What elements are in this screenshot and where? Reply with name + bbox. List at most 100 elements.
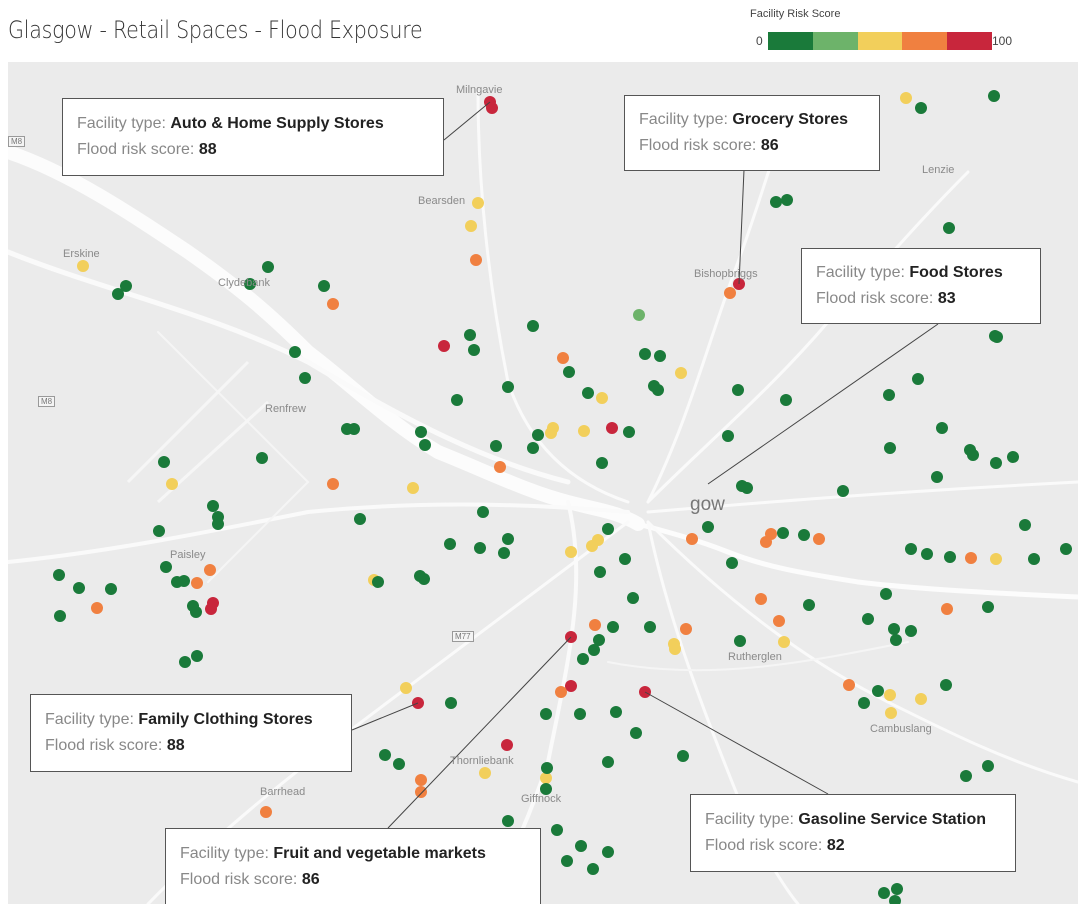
facility-marker[interactable]: [393, 758, 405, 770]
facility-marker[interactable]: [889, 895, 901, 904]
facility-marker[interactable]: [594, 566, 606, 578]
facility-marker[interactable]: [451, 394, 463, 406]
facility-marker[interactable]: [555, 686, 567, 698]
facility-marker[interactable]: [465, 220, 477, 232]
facility-marker[interactable]: [407, 482, 419, 494]
facility-marker[interactable]: [843, 679, 855, 691]
facility-marker[interactable]: [415, 786, 427, 798]
facility-marker[interactable]: [777, 527, 789, 539]
facility-marker[interactable]: [965, 552, 977, 564]
facility-marker[interactable]: [982, 601, 994, 613]
facility-marker[interactable]: [967, 449, 979, 461]
facility-marker[interactable]: [479, 767, 491, 779]
facility-marker[interactable]: [205, 603, 217, 615]
facility-marker[interactable]: [982, 760, 994, 772]
facility-marker[interactable]: [563, 366, 575, 378]
facility-marker[interactable]: [732, 384, 744, 396]
facility-marker[interactable]: [582, 387, 594, 399]
facility-marker[interactable]: [289, 346, 301, 358]
facility-marker[interactable]: [639, 348, 651, 360]
facility-marker[interactable]: [602, 756, 614, 768]
facility-marker[interactable]: [941, 603, 953, 615]
facility-marker[interactable]: [153, 525, 165, 537]
facility-marker[interactable]: [943, 222, 955, 234]
facility-marker[interactable]: [498, 547, 510, 559]
facility-marker[interactable]: [915, 102, 927, 114]
facility-marker[interactable]: [780, 394, 792, 406]
facility-marker[interactable]: [244, 278, 256, 290]
facility-marker[interactable]: [561, 855, 573, 867]
facility-marker[interactable]: [190, 606, 202, 618]
facility-marker[interactable]: [803, 599, 815, 611]
facility-marker[interactable]: [565, 680, 577, 692]
facility-marker[interactable]: [54, 610, 66, 622]
facility-marker[interactable]: [602, 523, 614, 535]
facility-marker[interactable]: [630, 727, 642, 739]
facility-marker[interactable]: [607, 621, 619, 633]
facility-marker[interactable]: [888, 623, 900, 635]
facility-marker[interactable]: [400, 682, 412, 694]
facility-marker[interactable]: [262, 261, 274, 273]
facility-marker[interactable]: [91, 602, 103, 614]
facility-marker[interactable]: [675, 367, 687, 379]
facility-marker[interactable]: [990, 457, 1002, 469]
facility-marker[interactable]: [741, 482, 753, 494]
facility-marker[interactable]: [77, 260, 89, 272]
facility-marker[interactable]: [644, 621, 656, 633]
facility-marker[interactable]: [502, 815, 514, 827]
facility-marker[interactable]: [702, 521, 714, 533]
facility-marker[interactable]: [883, 389, 895, 401]
facility-marker[interactable]: [884, 689, 896, 701]
facility-marker[interactable]: [372, 576, 384, 588]
facility-marker[interactable]: [589, 619, 601, 631]
facility-marker[interactable]: [885, 707, 897, 719]
facility-marker[interactable]: [862, 613, 874, 625]
facility-marker[interactable]: [574, 708, 586, 720]
facility-marker[interactable]: [502, 381, 514, 393]
facility-marker[interactable]: [586, 540, 598, 552]
facility-marker[interactable]: [770, 196, 782, 208]
facility-marker[interactable]: [418, 573, 430, 585]
facility-marker[interactable]: [348, 423, 360, 435]
facility-marker[interactable]: [179, 656, 191, 668]
facility-marker[interactable]: [260, 806, 272, 818]
facility-marker[interactable]: [669, 643, 681, 655]
facility-marker[interactable]: [781, 194, 793, 206]
facility-marker[interactable]: [988, 90, 1000, 102]
facility-marker[interactable]: [541, 762, 553, 774]
facility-marker[interactable]: [527, 320, 539, 332]
facility-marker[interactable]: [445, 697, 457, 709]
facility-marker[interactable]: [166, 478, 178, 490]
facility-marker[interactable]: [112, 288, 124, 300]
facility-marker[interactable]: [53, 569, 65, 581]
facility-marker[interactable]: [890, 634, 902, 646]
facility-marker[interactable]: [527, 442, 539, 454]
facility-marker[interactable]: [540, 783, 552, 795]
facility-marker[interactable]: [760, 536, 772, 548]
facility-marker[interactable]: [575, 840, 587, 852]
facility-marker[interactable]: [532, 429, 544, 441]
facility-marker[interactable]: [502, 533, 514, 545]
facility-marker[interactable]: [379, 749, 391, 761]
facility-marker[interactable]: [596, 392, 608, 404]
facility-marker[interactable]: [991, 331, 1003, 343]
facility-marker[interactable]: [921, 548, 933, 560]
facility-marker[interactable]: [419, 439, 431, 451]
facility-marker[interactable]: [444, 538, 456, 550]
facility-marker[interactable]: [677, 750, 689, 762]
facility-marker[interactable]: [593, 634, 605, 646]
facility-marker[interactable]: [191, 577, 203, 589]
facility-marker[interactable]: [878, 887, 890, 899]
facility-marker[interactable]: [468, 344, 480, 356]
facility-marker[interactable]: [486, 102, 498, 114]
facility-marker[interactable]: [415, 774, 427, 786]
facility-marker[interactable]: [501, 739, 513, 751]
facility-marker[interactable]: [120, 280, 132, 292]
facility-marker[interactable]: [191, 650, 203, 662]
facility-marker[interactable]: [900, 92, 912, 104]
facility-marker[interactable]: [438, 340, 450, 352]
facility-marker[interactable]: [540, 772, 552, 784]
facility-marker[interactable]: [415, 426, 427, 438]
facility-marker[interactable]: [160, 561, 172, 573]
facility-marker[interactable]: [798, 529, 810, 541]
